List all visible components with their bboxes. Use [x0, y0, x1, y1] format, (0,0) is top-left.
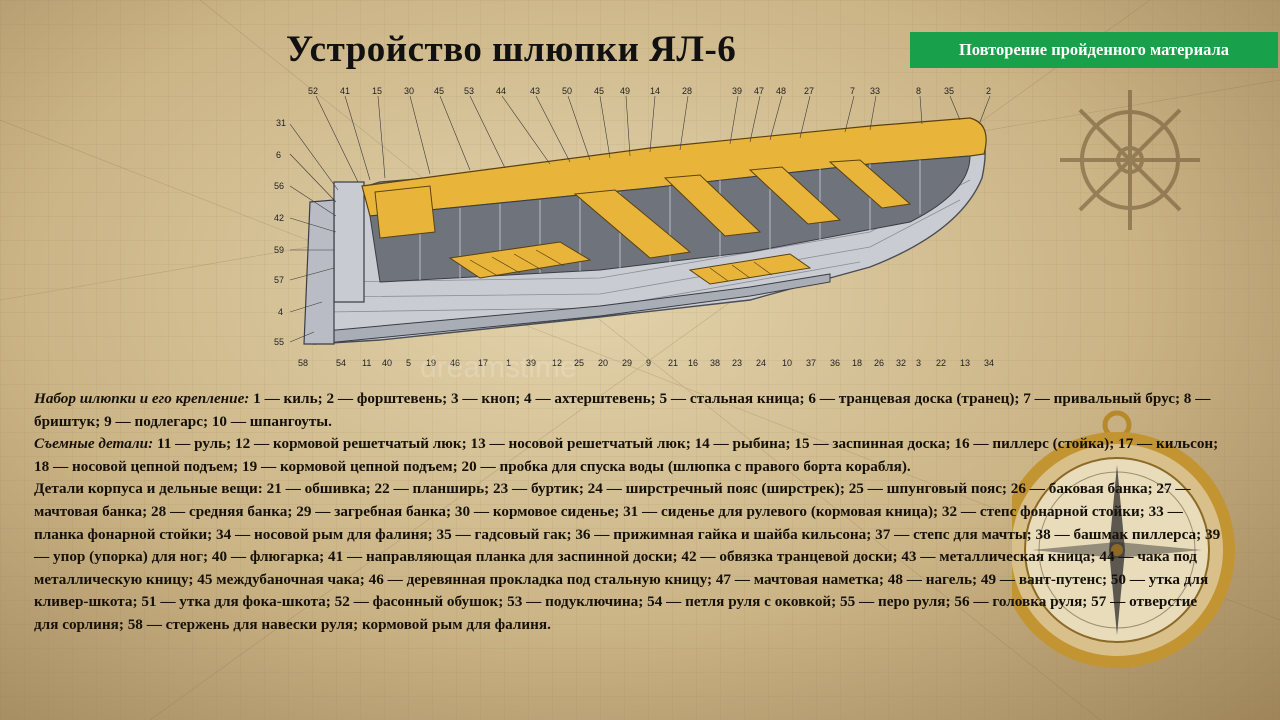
thwart-stern-seat — [374, 185, 436, 239]
label-bottom-25: 26 — [874, 358, 884, 368]
label-top-16: 48 — [776, 86, 786, 96]
keel — [313, 273, 831, 345]
label-bottom-20: 24 — [756, 358, 766, 368]
label-bottom-17: 16 — [688, 358, 698, 368]
review-badge: Повторение пройденного материала — [910, 32, 1278, 68]
label-top-2: 41 — [340, 86, 350, 96]
label-bottom-21: 10 — [782, 358, 792, 368]
legend-heading-frame: Набор шлюпки и его крепление: — [34, 390, 250, 407]
label-top-9: 50 — [562, 86, 572, 96]
label-left-4: 42 — [274, 213, 284, 223]
label-bottom-10: 39 — [526, 358, 536, 368]
label-bottom-30: 34 — [984, 358, 994, 368]
label-bottom-12: 25 — [574, 358, 584, 368]
label-left-1: 31 — [276, 118, 286, 128]
label-top-18: 7 — [850, 86, 855, 96]
label-bottom-23: 36 — [830, 358, 840, 368]
label-bottom-19: 23 — [732, 358, 742, 368]
label-top-17: 27 — [804, 86, 814, 96]
label-bottom-24: 18 — [852, 358, 862, 368]
label-top-5: 45 — [434, 86, 444, 96]
compass-icon — [1012, 410, 1235, 668]
boat-cutaway-diagram: 52 41 15 30 45 53 44 43 50 45 49 14 28 3… — [274, 86, 994, 382]
page-title: Устройство шлюпки ЯЛ-6 — [286, 29, 737, 70]
label-bottom-29: 13 — [960, 358, 970, 368]
label-bottom-3: 11 — [362, 358, 371, 368]
label-top-14: 39 — [732, 86, 742, 96]
label-top-15: 47 — [754, 86, 764, 96]
label-top-3: 15 — [372, 86, 382, 96]
label-top-1: 52 — [308, 86, 318, 96]
label-bottom-13: 20 — [598, 358, 608, 368]
label-bottom-4: 40 — [382, 358, 392, 368]
thwart-bow — [828, 159, 912, 209]
legend-text-removable: 11 — руль; 12 — кормовой решетчатый люк;… — [34, 435, 1219, 475]
label-left-6: 57 — [274, 275, 284, 285]
label-top-10: 45 — [594, 86, 604, 96]
label-numbers: 52 41 15 30 45 53 44 43 50 45 49 14 28 3… — [274, 86, 994, 368]
grating-bow — [688, 253, 812, 285]
legend-text-hull-details: Детали корпуса и дельные вещи: 21 — обши… — [34, 480, 1221, 633]
label-top-12: 14 — [650, 86, 660, 96]
label-top-13: 28 — [682, 86, 692, 96]
label-top-6: 53 — [464, 86, 474, 96]
label-bottom-6: 19 — [426, 358, 436, 368]
label-left-7: 4 — [278, 307, 283, 317]
label-bottom-28: 22 — [936, 358, 946, 368]
grating-stern — [448, 241, 592, 279]
watermark: dreamstime — [420, 351, 577, 382]
transom — [333, 181, 365, 303]
label-top-8: 43 — [530, 86, 540, 96]
label-top-19: 33 — [870, 86, 880, 96]
label-top-22: 2 — [986, 86, 991, 96]
label-bottom-22: 37 — [806, 358, 816, 368]
label-top-20: 8 — [916, 86, 921, 96]
label-bottom-18: 38 — [710, 358, 720, 368]
label-bottom-16: 21 — [668, 358, 678, 368]
label-bottom-27: 3 — [916, 358, 921, 368]
legend-heading-removable: Съемные детали: — [34, 435, 154, 453]
label-bottom-11: 12 — [552, 358, 562, 368]
label-bottom-8: 17 — [478, 358, 488, 368]
label-left-2: 6 — [276, 150, 281, 160]
label-left-8: 55 — [274, 337, 284, 347]
label-bottom-9: 1 — [506, 358, 511, 368]
parts-legend: Набор шлюпки и его крепление: 1 — киль; … — [34, 388, 1224, 637]
label-bottom-2: 54 — [336, 358, 346, 368]
label-bottom-1: 58 — [298, 358, 308, 368]
ship-wheel-icon — [1060, 90, 1200, 230]
legend-text-frame: 1 — киль; 2 — форштевень; 3 — кноп; 4 — … — [34, 390, 1211, 430]
label-bottom-15: 9 — [646, 358, 651, 368]
thwart-mast — [748, 166, 842, 225]
label-left-3: 56 — [274, 181, 284, 191]
label-left-5: 59 — [274, 245, 284, 255]
label-bottom-7: 46 — [450, 358, 460, 368]
label-top-7: 44 — [496, 86, 506, 96]
label-bottom-26: 32 — [896, 358, 906, 368]
label-top-11: 49 — [620, 86, 630, 96]
thwart-rowing — [573, 189, 692, 259]
thwart-middle — [663, 174, 762, 237]
label-bottom-14: 29 — [622, 358, 632, 368]
label-top-21: 35 — [944, 86, 954, 96]
label-bottom-5: 5 — [406, 358, 411, 368]
label-top-4: 30 — [404, 86, 414, 96]
